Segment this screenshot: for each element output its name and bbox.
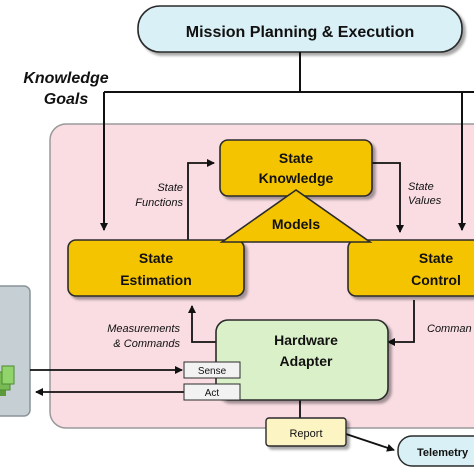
measurements-line2: & Commands [113, 338, 180, 350]
state-control-box [347, 239, 474, 297]
report-box [265, 417, 347, 447]
state-knowledge-line1: State [279, 150, 313, 166]
knowledge-goals-line1: Knowledge [23, 70, 108, 87]
system-block [0, 285, 31, 417]
state-functions-line1: State [157, 182, 183, 194]
mission-planning-label: Mission Planning & Execution [186, 24, 414, 41]
state-flows [187, 159, 415, 452]
state-control-line2: Control [411, 272, 461, 288]
state-knowledge-line2: Knowledge [259, 170, 334, 186]
telemetry-box [397, 435, 474, 467]
hardware-adapter-line2: Adapter [280, 353, 333, 369]
act-box [183, 383, 241, 401]
state-control-line1: State [419, 250, 453, 266]
state-knowledge-box [219, 139, 373, 197]
report-label: Report [289, 428, 322, 440]
state-estimation-line2: Estimation [120, 272, 192, 288]
measurements-line1: Measurements [107, 323, 180, 335]
hardware-adapter-line1: Hardware [274, 332, 338, 348]
models-triangle [219, 189, 373, 243]
sense-box [183, 361, 241, 379]
telemetry-label: Telemetry [417, 447, 469, 459]
state-estimation-box [67, 239, 245, 297]
mission-connectors [100, 52, 474, 231]
commands-label: Comman [427, 323, 472, 335]
state-functions-line2: Functions [135, 197, 183, 209]
state-values-line2: Values [408, 195, 442, 207]
state-estimation-line1: State [139, 250, 173, 266]
state-values-line1: State [408, 181, 434, 193]
sense-label: Sense [198, 366, 227, 377]
models-label: Models [272, 216, 320, 232]
act-label: Act [205, 388, 220, 399]
hardware-stack-icon [0, 365, 15, 396]
hardware-adapter-box [215, 319, 389, 401]
knowledge-goals-line2: Goals [44, 91, 89, 108]
